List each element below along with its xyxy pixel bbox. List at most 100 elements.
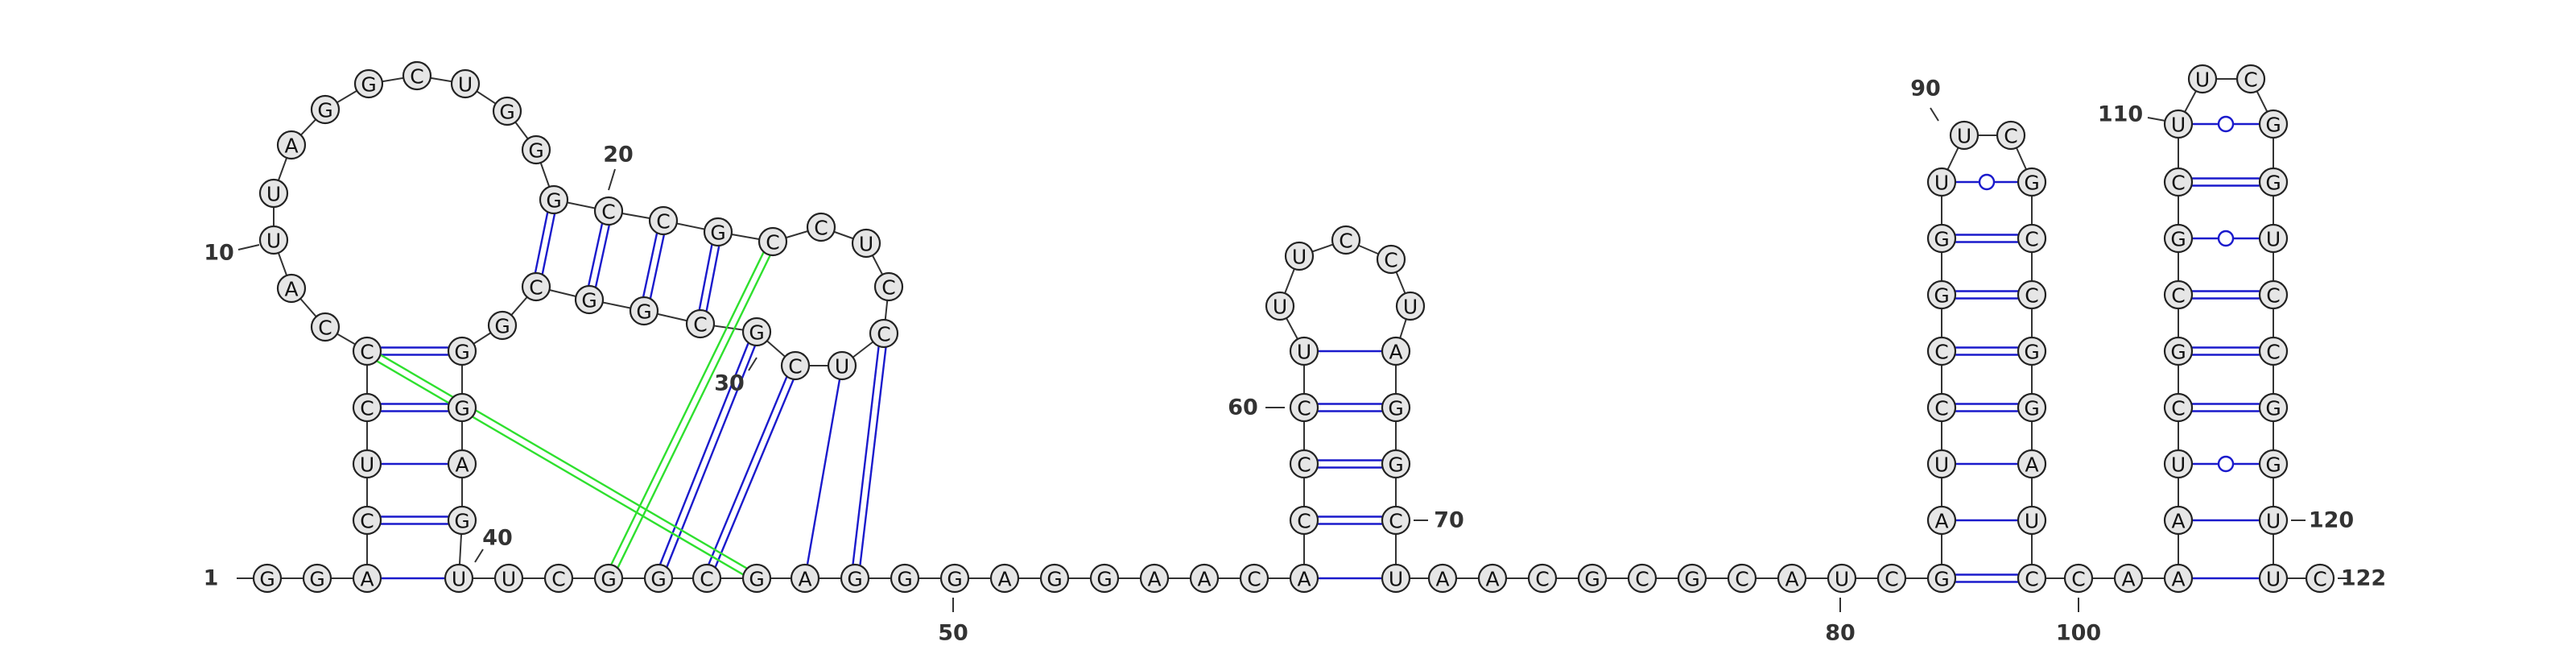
nucleotide-letter: G bbox=[454, 510, 469, 533]
nucleotide-85: C bbox=[1926, 392, 1957, 423]
nucleotide-circle bbox=[869, 318, 899, 349]
nucleotide-letter: C bbox=[601, 201, 615, 224]
nucleotide-letter: C bbox=[656, 210, 670, 234]
base-pair-line bbox=[541, 213, 556, 275]
nucleotide-letter: G bbox=[710, 221, 725, 245]
nucleotide-circle bbox=[648, 205, 679, 236]
nucleotide-letter: A bbox=[1435, 568, 1449, 591]
position-label: 30 bbox=[714, 371, 745, 396]
nucleotide-118: G bbox=[2258, 392, 2289, 423]
nucleotide-letter: A bbox=[997, 568, 1011, 591]
nucleotide-letter: C bbox=[2313, 568, 2326, 591]
nucleotide-letter: U bbox=[1934, 172, 1949, 195]
nucleotide-letter: U bbox=[1292, 246, 1307, 269]
nucleotide-circle bbox=[543, 563, 574, 594]
base-pair-line bbox=[617, 255, 771, 569]
nucleotide-letter: G bbox=[1934, 568, 1949, 591]
nucleotide-35: G bbox=[487, 310, 518, 341]
nucleotide-circle bbox=[2258, 505, 2289, 536]
nucleotide-letter: C bbox=[693, 313, 707, 337]
nucleotide-circle bbox=[1926, 223, 1957, 254]
nucleotide-circle bbox=[2017, 167, 2047, 197]
nucleotide-29: C bbox=[780, 350, 811, 381]
nucleotide-circle bbox=[1527, 563, 1558, 594]
nucleotide-107: C bbox=[2163, 279, 2194, 310]
nucleotide-letter: G bbox=[361, 73, 376, 97]
nucleotide-circle bbox=[1926, 336, 1957, 366]
nucleotide-circle bbox=[2258, 279, 2289, 310]
nucleotide-letter: U bbox=[1273, 296, 1287, 319]
nucleotide-circle bbox=[1289, 449, 1319, 479]
nucleotide-letter: C bbox=[1247, 568, 1261, 591]
nucleotide-circle bbox=[1477, 563, 1508, 594]
nucleotide-circle bbox=[890, 563, 920, 594]
nucleotide-4: C bbox=[352, 505, 382, 536]
nucleotide-14: G bbox=[353, 68, 384, 99]
nucleotide-52: G bbox=[1039, 563, 1070, 594]
nucleotide-96: G bbox=[2017, 392, 2047, 423]
nucleotide-letter: U bbox=[2171, 453, 2186, 477]
nucleotide-circle bbox=[2017, 449, 2047, 479]
nucleotide-58: C bbox=[1289, 505, 1319, 536]
base-pair-line bbox=[859, 347, 887, 565]
nucleotide-circle bbox=[691, 563, 722, 594]
nucleotide-circle bbox=[2017, 392, 2047, 423]
nucleotide-circle bbox=[2017, 223, 2047, 254]
nucleotide-circle bbox=[2258, 167, 2289, 197]
base-pair-line bbox=[534, 212, 549, 273]
nucleotide-26: C bbox=[873, 271, 904, 302]
nucleotide-letter: C bbox=[814, 217, 828, 240]
nucleotide-87: G bbox=[1926, 279, 1957, 310]
nucleotide-10: U bbox=[258, 225, 289, 255]
nucleotide-letter: G bbox=[1096, 568, 1112, 591]
nucleotide-circle bbox=[1876, 563, 1907, 594]
nucleotide-74: C bbox=[1527, 563, 1558, 594]
nucleotide-circle bbox=[2163, 449, 2194, 479]
nucleotide-circle bbox=[2163, 223, 2194, 254]
nucleotide-circle bbox=[2163, 109, 2194, 139]
nucleotide-71: U bbox=[1381, 563, 1411, 594]
nucleotide-7: C bbox=[352, 336, 382, 366]
nucleotide-letter: C bbox=[1297, 453, 1311, 477]
base-pair-line bbox=[714, 379, 795, 568]
nucleotide-circle bbox=[447, 336, 477, 366]
base-pair-line bbox=[610, 251, 765, 565]
nucleotide-letter: C bbox=[1535, 568, 1549, 591]
position-tick bbox=[748, 357, 758, 371]
nucleotide-circle bbox=[2017, 279, 2047, 310]
nucleotide-letter: C bbox=[360, 397, 374, 420]
nucleotide-circle bbox=[790, 563, 820, 594]
nucleotide-circle bbox=[2163, 336, 2194, 366]
nucleotide-letter: U bbox=[360, 453, 374, 477]
nucleotide-letter: G bbox=[947, 568, 962, 591]
nucleotide-circle bbox=[2258, 336, 2289, 366]
nucleotide-letter: C bbox=[1297, 397, 1311, 420]
nucleotide-letter: C bbox=[2171, 172, 2185, 195]
nucleotide-120: U bbox=[2258, 505, 2289, 536]
nucleotide-104: U bbox=[2163, 449, 2194, 479]
nucleotide-circle bbox=[1289, 505, 1319, 536]
nucleotide-circle bbox=[1289, 392, 1319, 423]
nucleotide-letter: C bbox=[360, 510, 374, 533]
nucleotide-circle bbox=[447, 505, 477, 536]
nucleotide-31: C bbox=[685, 308, 716, 339]
nucleotide-circle bbox=[2187, 64, 2218, 94]
nucleotide-62: U bbox=[1265, 291, 1295, 321]
nucleotide-117: C bbox=[2258, 336, 2289, 366]
wobble-pair-marker bbox=[2217, 455, 2235, 473]
nucleotide-letter: U bbox=[2266, 568, 2281, 591]
nucleotide-circle bbox=[780, 350, 811, 381]
nucleotide-64: C bbox=[1331, 225, 1361, 255]
nucleotide-82: G bbox=[1926, 563, 1957, 594]
nucleotide-letter: G bbox=[454, 341, 469, 364]
nucleotide-letter: C bbox=[1297, 510, 1311, 533]
nucleotide-letter: C bbox=[1934, 341, 1948, 364]
nucleotide-circle bbox=[1996, 120, 2026, 151]
nucleotide-letter: G bbox=[897, 568, 912, 591]
nucleotide-circle bbox=[1381, 336, 1411, 366]
nucleotide-letter: C bbox=[700, 568, 713, 591]
nucleotide-letter: A bbox=[360, 568, 374, 591]
nucleotide-letter: A bbox=[1934, 510, 1948, 533]
nucleotide-letter: U bbox=[2195, 68, 2210, 92]
